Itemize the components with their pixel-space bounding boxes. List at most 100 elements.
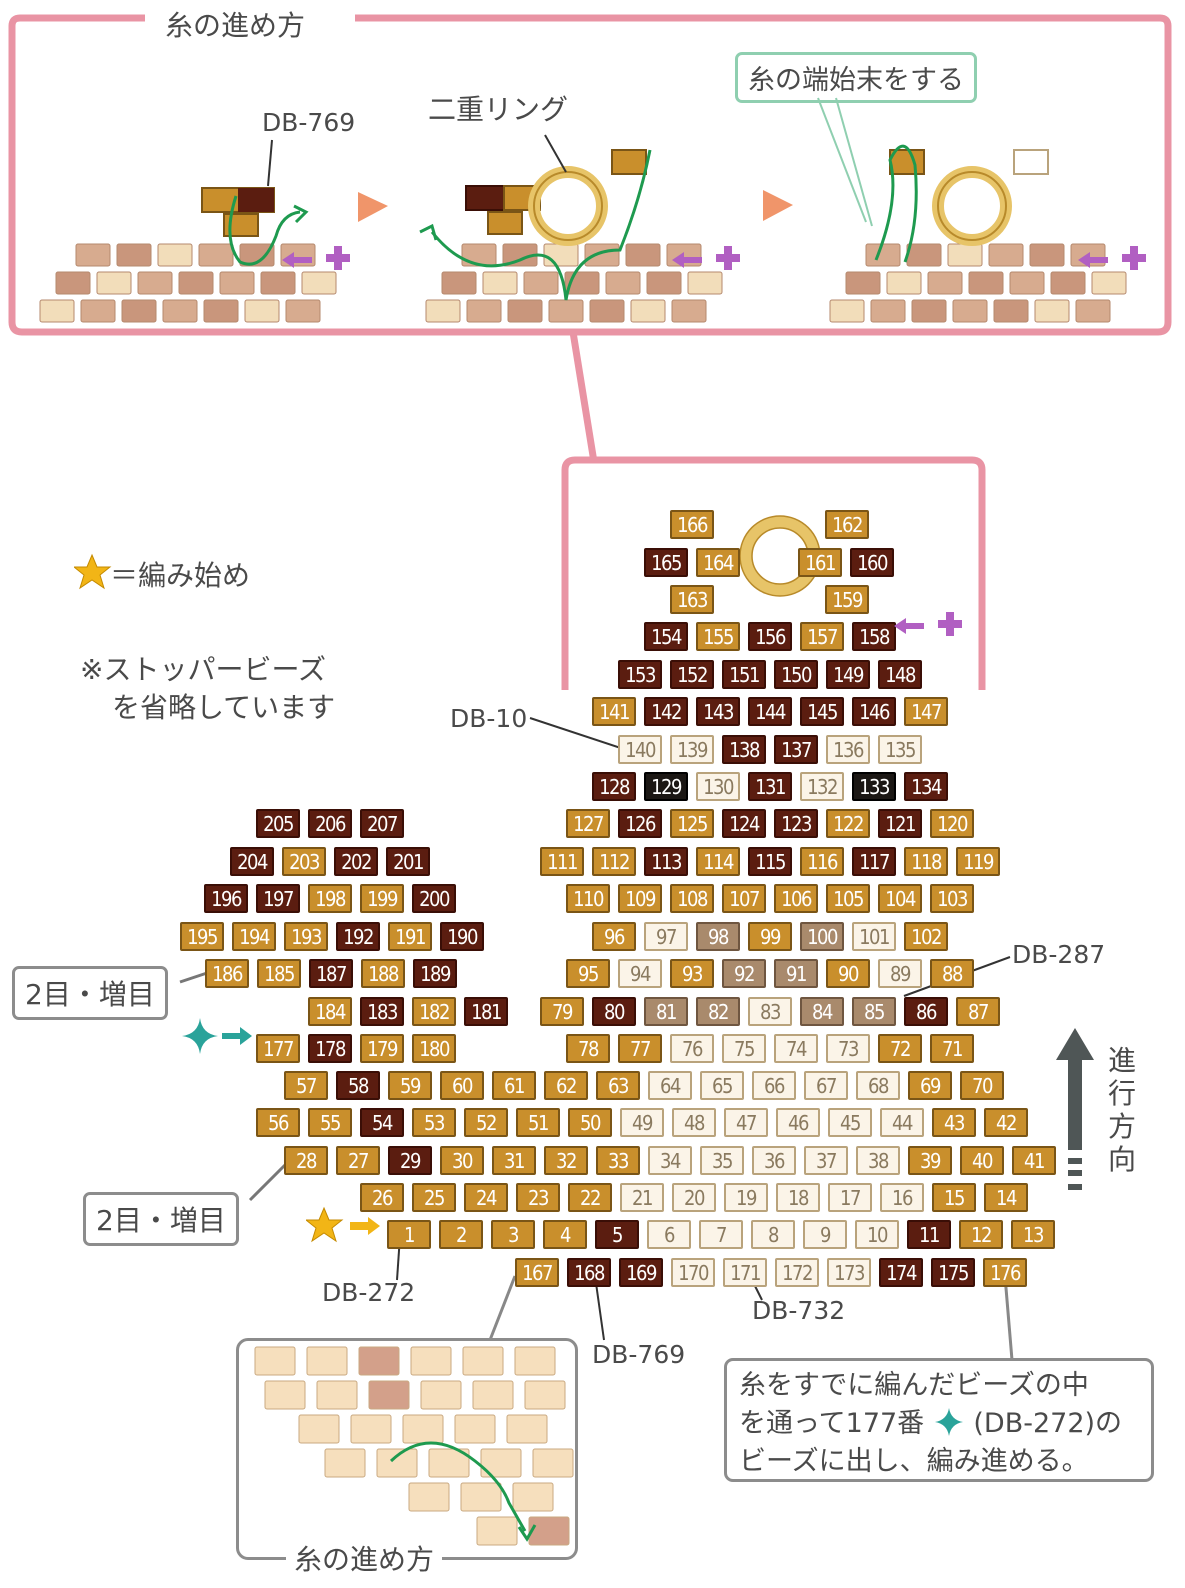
bead-84: 84 <box>800 997 844 1026</box>
bead-6: 6 <box>647 1220 691 1249</box>
brick-bead <box>687 271 723 295</box>
bead-195: 195 <box>180 922 224 951</box>
bead-95: 95 <box>566 959 610 988</box>
brick-bead <box>1075 299 1111 323</box>
bead-139: 139 <box>670 735 714 764</box>
brick-bead <box>482 271 518 295</box>
bead-137: 137 <box>774 735 818 764</box>
bead-39: 39 <box>908 1146 952 1175</box>
bead-7: 7 <box>699 1220 743 1249</box>
brick-bead <box>1009 271 1045 295</box>
label-double-ring: 二重リング <box>428 93 569 126</box>
bead-138: 138 <box>722 735 766 764</box>
purple-cross-icon <box>282 246 350 270</box>
bead-129: 129 <box>644 772 688 801</box>
bead-21: 21 <box>620 1183 664 1212</box>
bead-16: 16 <box>880 1183 924 1212</box>
note-box: 糸をすでに編んだビーズの中 を通って177番 (DB-272)の ビーズに出し、… <box>724 1358 1154 1482</box>
bead-174: 174 <box>879 1258 923 1287</box>
bead-102: 102 <box>904 922 948 951</box>
bead-4: 4 <box>543 1220 587 1249</box>
inset-brick-bead <box>420 1380 462 1410</box>
bead-47: 47 <box>724 1108 768 1137</box>
brick-bead <box>157 243 193 267</box>
brick-bead <box>239 243 275 267</box>
purple-cross-icon <box>672 246 740 270</box>
bead-81: 81 <box>644 997 688 1026</box>
bead-87: 87 <box>956 997 1000 1026</box>
bead-86: 86 <box>904 997 948 1026</box>
note-line-2a: を通って177番 <box>739 1408 925 1439</box>
bead-64: 64 <box>648 1071 692 1100</box>
bead-20: 20 <box>672 1183 716 1212</box>
bead-65: 65 <box>700 1071 744 1100</box>
bead-119: 119 <box>956 847 1000 876</box>
inset-brick-bead <box>524 1380 566 1410</box>
bead-88: 88 <box>930 959 974 988</box>
bead-68: 68 <box>856 1071 900 1100</box>
bead-13: 13 <box>1011 1220 1055 1249</box>
brick-bead <box>589 299 625 323</box>
bead-112: 112 <box>592 847 636 876</box>
inset-brick-bead <box>376 1448 418 1478</box>
bead-103: 103 <box>930 884 974 913</box>
bead-157: 157 <box>800 622 844 651</box>
bead-205: 205 <box>256 809 300 838</box>
bead-91: 91 <box>774 959 818 988</box>
bead-143: 143 <box>696 697 740 726</box>
bead-58: 58 <box>336 1071 380 1100</box>
star-icon <box>306 1206 380 1243</box>
bead-100: 100 <box>800 922 844 951</box>
brick-bead <box>845 271 881 295</box>
brick-bead <box>952 299 988 323</box>
brick-bead <box>507 299 543 323</box>
inset-brick-bead <box>462 1346 504 1376</box>
label-db769-top: DB-769 <box>262 108 356 137</box>
bead-144: 144 <box>748 697 792 726</box>
bead-172: 172 <box>775 1258 819 1287</box>
bead-30: 30 <box>440 1146 484 1175</box>
star-icon <box>74 553 112 590</box>
bead-62: 62 <box>544 1071 588 1100</box>
legend-start: ＝編み始め <box>110 559 251 592</box>
bead-50: 50 <box>568 1108 612 1137</box>
bead-148: 148 <box>878 660 922 689</box>
brick-bead <box>625 243 661 267</box>
brick-bead <box>968 271 1004 295</box>
brick-bead <box>886 271 922 295</box>
bead-42: 42 <box>984 1108 1028 1137</box>
bead-77: 77 <box>618 1034 662 1063</box>
bead-98: 98 <box>696 922 740 951</box>
bead-136: 136 <box>826 735 870 764</box>
brick-bead <box>523 271 559 295</box>
inset-brick-bead <box>460 1482 502 1512</box>
bead-163: 163 <box>670 585 714 614</box>
bead-156: 156 <box>748 622 792 651</box>
brick-bead <box>671 299 707 323</box>
bead-8: 8 <box>751 1220 795 1249</box>
bead-151: 151 <box>722 660 766 689</box>
bead-126: 126 <box>618 809 662 838</box>
bead-199: 199 <box>360 884 404 913</box>
bead-206: 206 <box>308 809 352 838</box>
brick-bead <box>80 299 116 323</box>
bead-105: 105 <box>826 884 870 913</box>
bead-83: 83 <box>748 997 792 1026</box>
inset-bead-illustration <box>254 1346 574 1546</box>
bead-201: 201 <box>386 847 430 876</box>
bead-34: 34 <box>648 1146 692 1175</box>
brick-bead <box>466 299 502 323</box>
bead-128: 128 <box>592 772 636 801</box>
bead-45: 45 <box>828 1108 872 1137</box>
brick-bead <box>198 243 234 267</box>
bead-14: 14 <box>984 1183 1028 1212</box>
bead-131: 131 <box>748 772 792 801</box>
bead-19: 19 <box>724 1183 768 1212</box>
bead-167: 167 <box>515 1258 559 1287</box>
bead-176: 176 <box>983 1258 1027 1287</box>
inset-brick-bead <box>402 1414 444 1444</box>
bead-185: 185 <box>257 959 301 988</box>
purple-cross-icon <box>894 612 962 636</box>
bead-33: 33 <box>596 1146 640 1175</box>
bead-158: 158 <box>852 622 896 651</box>
